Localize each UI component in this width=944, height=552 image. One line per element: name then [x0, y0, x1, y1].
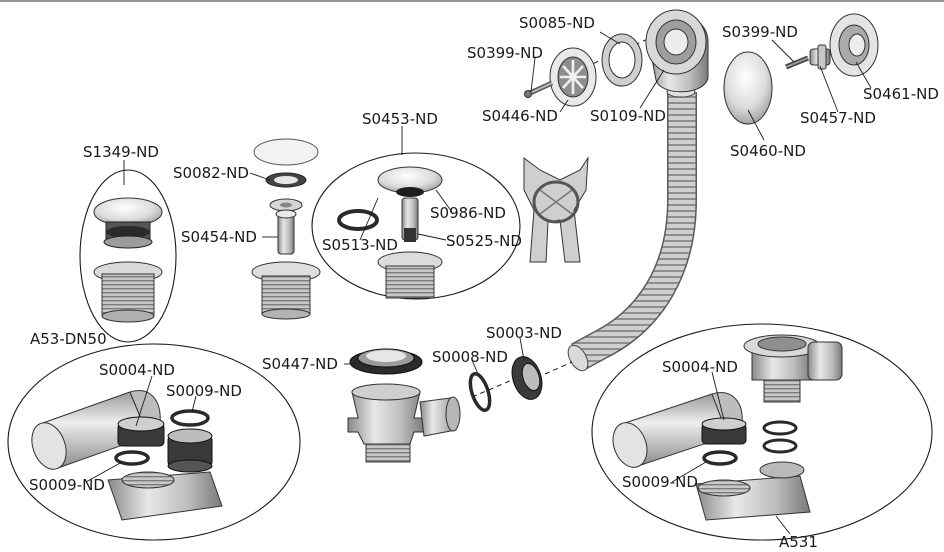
- label-a53-dn50: A53-DN50: [30, 330, 107, 348]
- a531-side-inlet-pipe: [612, 392, 743, 468]
- a531-u-base: [695, 461, 811, 521]
- leader-lines: [85, 31, 872, 535]
- installation-wrench: [523, 156, 589, 263]
- label-s0004-left: S0004-ND: [99, 361, 175, 379]
- s0085-gasket: [601, 33, 643, 87]
- flexible-hose: [567, 86, 697, 372]
- s0082-washer: [265, 172, 307, 188]
- plug-cap: [253, 138, 319, 166]
- label-s1349: S1349-ND: [83, 143, 159, 161]
- label-s0457: S0457-ND: [800, 109, 876, 127]
- s1349-waste-body: [93, 261, 163, 323]
- trap-body: [347, 383, 461, 463]
- a531-s0004-nut: [701, 417, 747, 445]
- a53-u-base: [107, 471, 223, 521]
- label-s0009-left-top: S0009-ND: [166, 382, 242, 400]
- label-s0085: S0085-ND: [519, 14, 595, 32]
- a53-side-inlet-pipe: [31, 390, 161, 470]
- label-s0525: S0525-ND: [446, 232, 522, 250]
- a53-s0009-washer-bottom: [114, 450, 150, 466]
- label-s0009-right: S0009-ND: [622, 473, 698, 491]
- label-s0460: S0460-ND: [730, 142, 806, 160]
- s0461-overflow-plate: [829, 13, 879, 77]
- label-s0986: S0986-ND: [430, 204, 506, 222]
- a531-s0009-washer: [702, 450, 738, 466]
- s0986-plug-head: [377, 166, 443, 197]
- s0003-nut: [511, 356, 543, 400]
- s0453-group-outline: [311, 152, 521, 300]
- s0457-adapter: [809, 44, 831, 70]
- label-s0082: S0082-ND: [173, 164, 249, 182]
- axis-line-s0003: [544, 361, 573, 375]
- label-a531: A531: [779, 533, 818, 551]
- label-s0446: S0446-ND: [482, 107, 558, 125]
- label-s0453: S0453-ND: [362, 110, 438, 128]
- a531-trap-head: [743, 334, 843, 403]
- s0453-waste-body: [377, 251, 443, 299]
- label-s0399-left: S0399-ND: [467, 44, 543, 62]
- s0447-seal-ring: [349, 348, 423, 375]
- s1349-click-clack-plug: [93, 197, 163, 249]
- label-s0513: S0513-ND: [322, 236, 398, 254]
- label-s0447: S0447-ND: [262, 355, 338, 373]
- label-s0109: S0109-ND: [590, 107, 666, 125]
- label-s0008: S0008-ND: [432, 348, 508, 366]
- a531-rings: [762, 420, 798, 454]
- s0525-spring-mechanism: [401, 197, 419, 242]
- label-s0009-left-bottom: S0009-ND: [29, 476, 105, 494]
- label-s0454: S0454-ND: [181, 228, 257, 246]
- s0008-ring: [468, 372, 492, 412]
- waste-body-threaded: [251, 261, 321, 320]
- label-s0399-right: S0399-ND: [722, 23, 798, 41]
- label-s0004-right: S0004-ND: [662, 358, 738, 376]
- label-s0461: S0461-ND: [863, 85, 939, 103]
- a53-s0009-washer-top: [170, 409, 210, 427]
- s0513-o-ring: [337, 209, 379, 231]
- s0454-spindle: [275, 209, 297, 255]
- label-s0003: S0003-ND: [486, 324, 562, 342]
- s0399-screw-left: [524, 80, 554, 98]
- s0109-overflow-elbow: [645, 9, 709, 93]
- a531-group-outline: [591, 323, 933, 541]
- spacer-washer: [269, 198, 303, 212]
- a53-group-outline: [7, 343, 301, 541]
- s0460-cover-cap: [723, 51, 773, 125]
- s0446-overflow-grid: [549, 47, 597, 107]
- a53-outlet-nut: [167, 428, 213, 473]
- s0399-screw-right: [785, 55, 809, 70]
- axis-line-s0008: [471, 379, 513, 398]
- a53-s0004-nut: [117, 416, 165, 447]
- s1349-group-outline: [79, 169, 177, 343]
